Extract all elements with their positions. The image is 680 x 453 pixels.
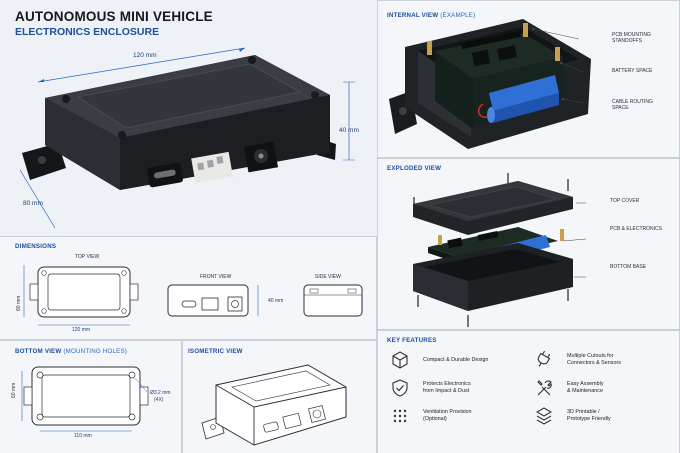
page-subtitle: ELECTRONICS ENCLOSURE [15,26,160,38]
bottom-view-dim-height: 60 mm [11,382,17,398]
callout-cable-routing: CABLE ROUTING SPACE [612,99,653,111]
hero-dim-width: 80 mm [23,200,43,207]
internal-view-panel: INTERNAL VIEW (EXAMPLE) [377,0,680,158]
isometric-view-panel: ISOMETRIC VIEW [182,340,377,453]
bottom-view-panel: BOTTOM VIEW (MOUNTING HOLES) 60 mm 110 m… [0,340,182,453]
internal-view-title: INTERNAL VIEW (EXAMPLE) [387,12,476,19]
key-features-title: KEY FEATURES [387,337,437,344]
side-view-label: SIDE VIEW [315,274,341,280]
isometric-drawing [201,364,347,446]
layers-icon [536,407,552,425]
callout-top-cover: TOP COVER [610,198,640,204]
top-view-dim-height: 80 mm [16,295,22,311]
hero-dim-height: 40 mm [339,127,359,134]
wrench-screwdriver-icon [537,380,552,396]
callout-pcb-electronics: PCB & ELECTRONICS [610,226,662,232]
bottom-view-dim-width: 110 mm [74,433,92,439]
dimensions-panel: DIMENSIONS TOP VIEW 80 mm 120 mm FRONT V… [0,236,377,340]
feature-ventilation: Ventilation Provision (Optional) [423,409,472,422]
front-view-drawing [167,284,259,317]
callout-bottom-base: BOTTOM BASE [610,264,647,270]
bottom-view-drawing [21,366,149,432]
internal-view-render [389,19,591,149]
vent-grid-icon [393,409,407,423]
exploded-view-panel: EXPLODED VIEW TOP COVER PCB & ELECTRONIC [377,158,680,330]
front-view-label: FRONT VIEW [200,274,232,280]
feature-assembly: Easy Assembly & Maintenance [567,381,604,394]
callout-battery-space: BATTERY SPACE [612,68,653,74]
callout-pcb-standoffs: PCB MOUNTING STANDOFFS [612,32,651,44]
feature-compact: Compact & Durable Design [423,357,489,363]
isometric-view-title: ISOMETRIC VIEW [188,348,243,355]
exploded-view-title: EXPLODED VIEW [387,165,442,172]
front-view-dim-height: 40 mm [268,298,284,304]
hero-dim-length: 120 mm [133,52,157,59]
feature-printable: 3D Printable / Prototype Friendly [567,409,611,422]
side-view-drawing [303,284,363,317]
bottom-view-title: BOTTOM VIEW (MOUNTING HOLES) [15,348,128,355]
hole-note-count: (4X) [154,397,164,403]
top-view-label: TOP VIEW [75,254,100,260]
hero-enclosure-render [19,47,355,229]
exploded-view-render [413,173,587,327]
shield-check-icon [392,379,408,397]
key-features-panel: KEY FEATURES Compact & Durable Design Mu… [377,330,680,453]
box-icon [392,351,408,369]
top-view-dim-width: 120 mm [72,327,91,333]
hole-note-diameter: Ø3.2 mm [150,390,171,396]
top-view-drawing [23,265,139,326]
feature-protects: Protects Electronics from Impact & Dust [423,381,471,394]
page-title: AUTONOMOUS MINI VEHICLE [15,9,213,24]
dimensions-title: DIMENSIONS [15,243,57,250]
plug-icon [537,351,551,367]
feature-cutouts: Multiple Cutouts for Connectors & Sensor… [567,353,621,366]
